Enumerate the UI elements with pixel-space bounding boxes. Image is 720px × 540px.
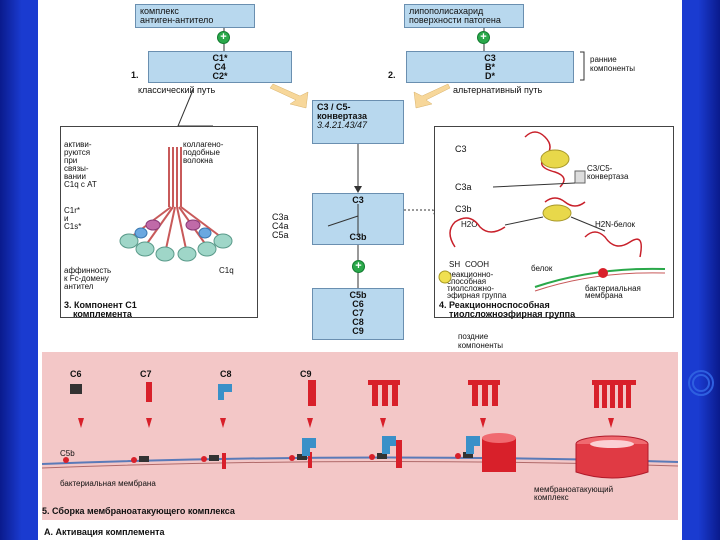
p4-h2n-protein: H2N-белок <box>595 220 636 229</box>
mac-label-1: мембраноатакующий <box>534 485 614 494</box>
c1-activated-6: C1q с AT <box>64 180 97 189</box>
p4-reactive-1: реакционно- <box>447 270 494 279</box>
panel-thioester: C3 C3/C5- конвертаза C3a C3b H2O H2N-бел… <box>434 126 674 319</box>
component-c2: C2* <box>212 71 228 81</box>
plus-icon: + <box>352 260 365 273</box>
classical-components-box: C1* C4 C2* <box>148 51 292 83</box>
mac-c7: C7 <box>140 369 152 379</box>
alternative-components-box: C3 B* D* <box>406 51 574 83</box>
mac-caption: 5. Сборка мембраноатакующего комплекса <box>42 506 235 516</box>
component-c5b: C5b <box>349 290 367 300</box>
p4-reactive-2: способная <box>447 277 487 286</box>
p4-bacterial-1: бактериальная <box>585 284 641 293</box>
mac-label-2: комплекс <box>534 493 569 502</box>
panel4-caption-1: 4. Реакционноспособная <box>439 300 550 310</box>
mac-c6: C6 <box>70 369 82 379</box>
c1-activated-1: активи- <box>64 140 92 149</box>
p4-sh: SH <box>449 260 461 269</box>
mac-membrane-label: бактериальная мембрана <box>60 479 156 488</box>
diagram-page: комплекс антиген-антитело + липополисаха… <box>38 0 682 540</box>
p4-protein: белок <box>531 264 553 273</box>
flow-arrows <box>177 28 585 288</box>
component-c4: C4 <box>214 62 226 72</box>
decorative-swirl-icon <box>692 374 710 392</box>
p4-bacterial-2: мембрана <box>585 291 623 300</box>
c3-label: C3 <box>352 195 364 205</box>
classical-trigger-box: комплекс антиген-антитело <box>135 4 255 28</box>
early-components-label-2: компоненты <box>590 64 636 73</box>
convertase-title-1: C3 / C5- <box>317 102 351 112</box>
mac-assembly-panel: C6 C7 C8 C9 C5b бактериальная мембрана м… <box>42 352 678 520</box>
p4-c3a: C3a <box>455 182 472 192</box>
c3a-label: C3a <box>272 212 289 222</box>
component-d: D* <box>484 71 495 81</box>
plus-icon: + <box>217 31 230 44</box>
c1-and-label: и <box>64 214 69 223</box>
panel-c1-component: активи- руются при связы- вании C1q с AT… <box>60 126 258 319</box>
p4-c3b: C3b <box>455 204 472 214</box>
alternative-path-label: альтернативный путь <box>453 85 543 95</box>
late-label-1: поздние <box>458 332 489 341</box>
component-c6: C6 <box>352 299 364 309</box>
c3b-label: C3b <box>349 232 367 242</box>
c1-molecule-illustration <box>119 147 233 262</box>
c1-activated-4: связы- <box>64 164 89 173</box>
component-c8: C8 <box>352 317 364 327</box>
classical-trigger-line2: антиген-антитело <box>140 15 214 25</box>
c1q-label: C1q <box>219 266 234 275</box>
affinity-3: антител <box>64 282 94 291</box>
mac-c9: C9 <box>300 369 312 379</box>
decorative-swirl-icon <box>688 370 714 396</box>
p4-reactive-3: тиолсложно- <box>447 284 495 293</box>
panel4-caption-2: тиолсложноэфирная группа <box>449 309 576 319</box>
affinity-2: к Fc-домену <box>64 274 109 283</box>
convertase-ec: 3.4.21.43/47 <box>317 120 368 130</box>
late-components-box: C5b C6 C7 C8 C9 <box>312 288 404 340</box>
alternative-trigger-line2: поверхности патогена <box>409 15 501 25</box>
convertase-title-2: конвертаза <box>317 111 368 121</box>
c1-collagen-2: подобные <box>183 148 220 157</box>
convertase-box: C3 / C5- конвертаза 3.4.21.43/47 <box>312 100 404 144</box>
figure-footer: А. Активация комплемента <box>44 527 165 537</box>
alternative-trigger-box: липополисахарид поверхности патогена <box>404 4 524 28</box>
affinity-1: аффинность <box>64 266 112 275</box>
c4a-label: C4a <box>272 221 289 231</box>
c1s-label: C1s* <box>64 222 82 231</box>
component-c1: C1* <box>212 53 228 63</box>
p4-h2o: H2O <box>461 220 478 229</box>
panel3-caption-1: 3. Компонент C1 <box>64 300 137 310</box>
component-b: B* <box>484 62 495 72</box>
plus-icon: + <box>477 31 490 44</box>
c1-collagen-3: волокна <box>183 156 214 165</box>
p4-convertase-1: C3/C5- <box>587 164 613 173</box>
mac-illustration <box>42 380 678 479</box>
mac-c8: C8 <box>220 369 232 379</box>
classical-number: 1. <box>131 70 139 80</box>
c5a-label: C5a <box>272 230 289 240</box>
early-components-label-1: ранние <box>590 55 617 64</box>
classical-path-label: классический путь <box>138 85 216 95</box>
p4-reactive-4: эфирная группа <box>447 291 507 300</box>
alternative-trigger-line1: липополисахарид <box>409 6 484 16</box>
thioester-illustration <box>438 131 666 292</box>
alternative-number: 2. <box>388 70 396 80</box>
c1r-label: C1r* <box>64 206 81 215</box>
c1-collagen-1: коллагено- <box>183 140 224 149</box>
p4-convertase-2: конвертаза <box>587 172 629 181</box>
c1-activated-2: руются <box>64 148 91 157</box>
component-c7: C7 <box>352 308 364 318</box>
classical-trigger-line1: комплекс <box>140 6 179 16</box>
p4-c3: C3 <box>455 144 467 154</box>
mac-c5b: C5b <box>60 449 75 458</box>
panel3-caption-2: комплемента <box>73 309 132 319</box>
c1-activated-3: при <box>64 156 78 165</box>
component-c9: C9 <box>352 326 364 336</box>
late-label-2: компоненты <box>458 341 504 350</box>
p4-cooh: COOH <box>465 260 489 269</box>
c1-activated-5: вании <box>64 172 86 181</box>
component-c3: C3 <box>484 53 496 63</box>
